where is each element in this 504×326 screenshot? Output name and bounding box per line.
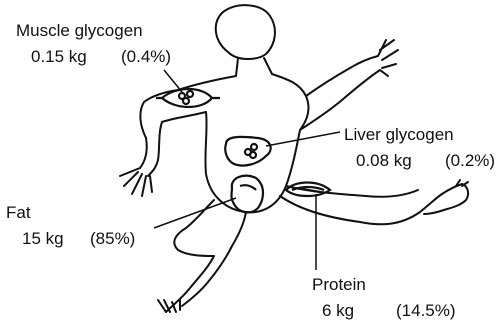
liver-glycogen-leader [266,132,340,146]
protein-organ [286,183,330,197]
muscle-glycogen-percent: (0.4%) [121,47,171,66]
figure-right-arm [300,40,398,130]
fat-name: Fat [6,203,31,222]
liver-glycogen-name: Liver glycogen [344,125,454,144]
fat-percent: (85%) [90,229,135,248]
fat-mass: 15 kg [22,229,64,248]
running-figure [120,5,468,312]
figure-left-leg [158,200,246,312]
figure-head [216,5,275,59]
liver-glycogen-percent: (0.2%) [445,151,495,170]
liver-glycogen-organ [225,137,270,166]
fat-organ [232,176,264,213]
liver-glycogen-mass: 0.08 kg [356,151,412,170]
figure-torso [178,58,308,212]
fat-leader [154,198,236,228]
protein-mass: 6 kg [322,301,354,320]
muscle-glycogen-leader [164,70,182,92]
protein-name: Protein [312,275,366,294]
muscle-glycogen-mass: 0.15 kg [31,47,87,66]
protein-percent: (14.5%) [396,301,456,320]
muscle-glycogen-name: Muscle glycogen [16,21,143,40]
